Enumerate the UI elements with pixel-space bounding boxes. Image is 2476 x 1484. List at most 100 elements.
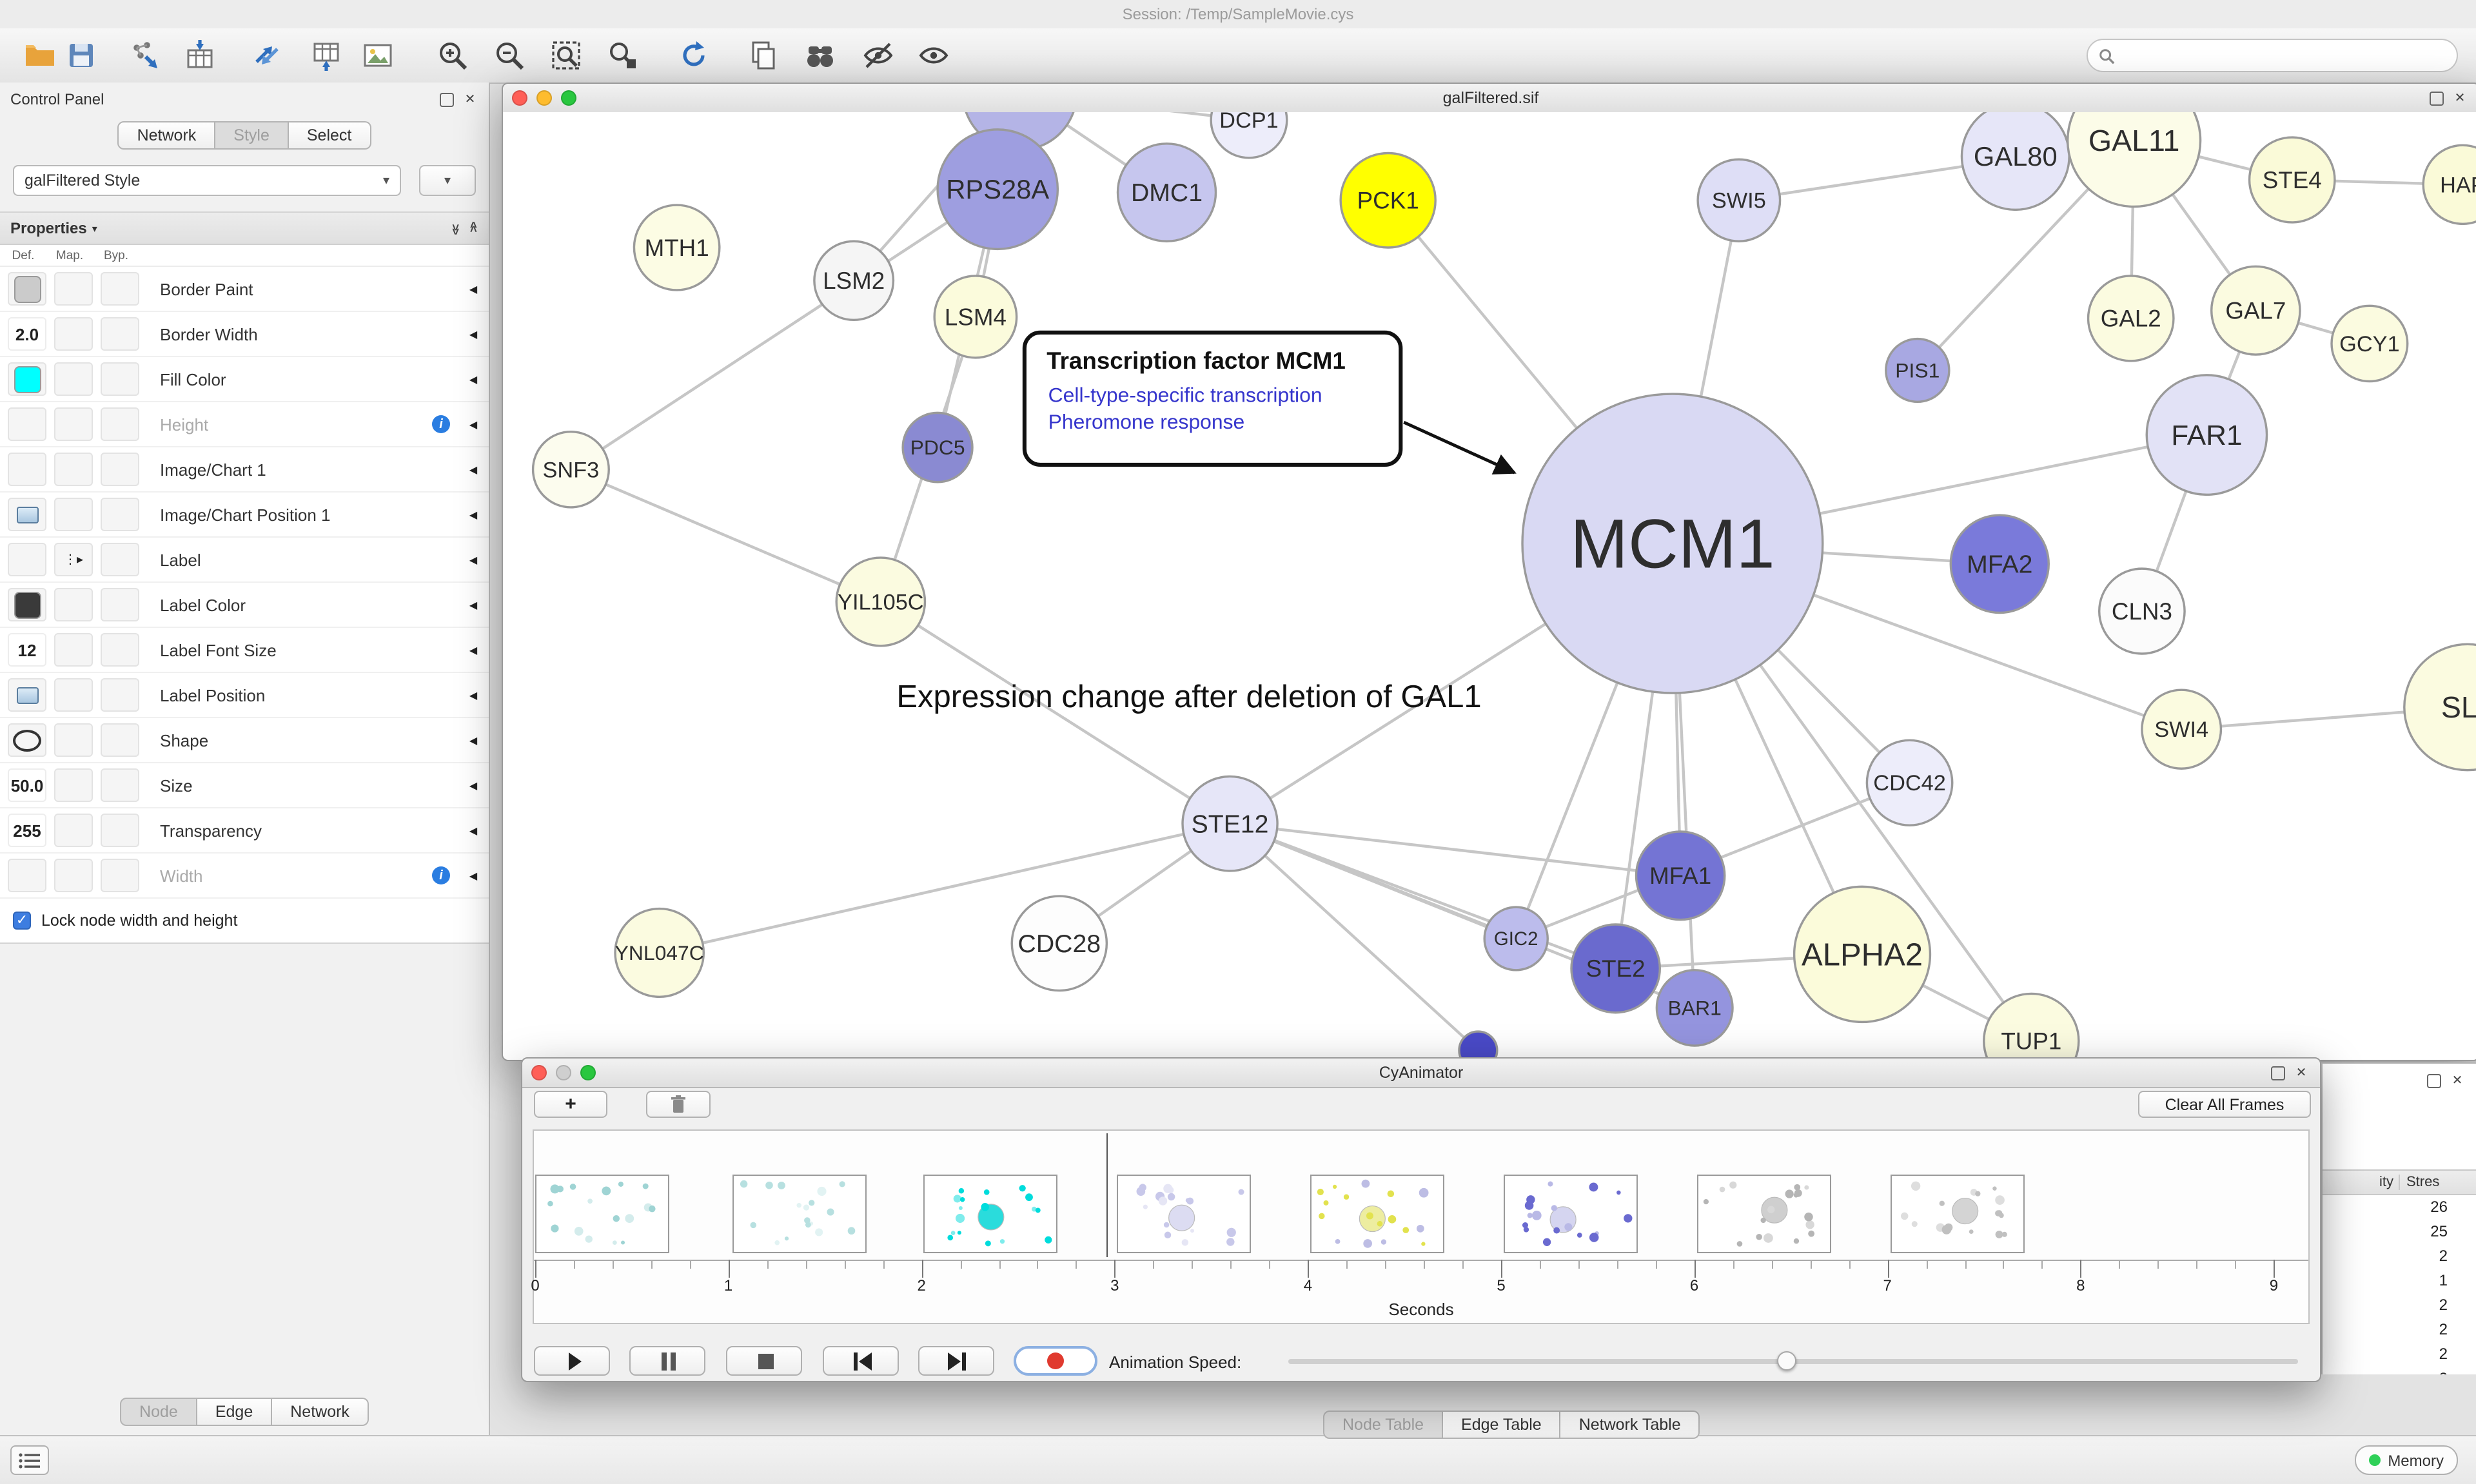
network-node[interactable] xyxy=(531,430,610,509)
frame-thumbnail[interactable] xyxy=(1310,1175,1444,1253)
table-cell-value[interactable]: 2 xyxy=(2439,1296,2448,1314)
default-value[interactable]: 12 xyxy=(8,633,46,667)
expand-row-icon[interactable]: ◀ xyxy=(469,734,478,746)
network-edge[interactable] xyxy=(570,468,881,603)
frame-thumbnail[interactable] xyxy=(1504,1175,1638,1253)
tab-select[interactable]: Select xyxy=(288,121,371,150)
expand-row-icon[interactable]: ◀ xyxy=(469,870,478,881)
play-button[interactable] xyxy=(534,1346,610,1376)
minimize-window-icon[interactable] xyxy=(536,90,552,106)
frame-thumbnail[interactable] xyxy=(1697,1175,1831,1253)
property-row[interactable]: Label Color◀ xyxy=(0,583,489,628)
table-cell-value[interactable]: 26 xyxy=(2430,1198,2448,1216)
close-frame-icon[interactable]: ✕ xyxy=(2454,91,2466,105)
expand-row-icon[interactable]: ◀ xyxy=(469,509,478,520)
expand-all-icon[interactable]: >> xyxy=(467,224,481,233)
hide-icon[interactable] xyxy=(860,37,896,73)
frame-thumbnail[interactable] xyxy=(732,1175,867,1253)
expand-row-icon[interactable]: ◀ xyxy=(469,464,478,475)
network-node[interactable] xyxy=(835,556,927,647)
network-node[interactable] xyxy=(901,411,974,483)
speed-slider-handle[interactable] xyxy=(1777,1351,1796,1371)
frame-thumbnail[interactable] xyxy=(1891,1175,2025,1253)
last-frame-button[interactable] xyxy=(918,1346,994,1376)
network-edge[interactable] xyxy=(570,188,999,471)
default-color-swatch[interactable] xyxy=(14,366,41,393)
memory-button[interactable]: Memory xyxy=(2354,1445,2458,1475)
show-icon[interactable] xyxy=(916,37,952,73)
network-node[interactable] xyxy=(1696,158,1782,242)
canvas-caption-text[interactable]: Expression change after deletion of GAL1 xyxy=(896,679,1481,714)
maximize-window-icon[interactable] xyxy=(580,1065,596,1080)
network-node[interactable] xyxy=(1458,1030,1498,1060)
expand-row-icon[interactable]: ◀ xyxy=(469,283,478,295)
zoom-fit-icon[interactable] xyxy=(548,37,584,73)
close-window-icon[interactable] xyxy=(531,1065,547,1080)
network-node[interactable] xyxy=(2067,112,2202,208)
network-node[interactable] xyxy=(1983,992,2080,1060)
property-row[interactable]: ⋮▸Label◀ xyxy=(0,538,489,583)
network-node[interactable] xyxy=(1181,775,1279,872)
network-node[interactable] xyxy=(1570,923,1661,1014)
ellipse-shape-icon[interactable] xyxy=(13,729,41,751)
property-row[interactable]: Shape◀ xyxy=(0,718,489,763)
panel-tab-node[interactable]: Node xyxy=(120,1398,197,1426)
expand-row-icon[interactable]: ◀ xyxy=(469,418,478,430)
network-edge[interactable] xyxy=(659,822,1231,955)
network-edge[interactable] xyxy=(879,600,1231,825)
network-node[interactable] xyxy=(1210,112,1288,159)
task-history-button[interactable] xyxy=(10,1445,49,1475)
search-input[interactable] xyxy=(2123,45,2446,66)
network-node[interactable] xyxy=(1116,142,1217,242)
pause-button[interactable] xyxy=(629,1346,705,1376)
close-frame-icon[interactable]: ✕ xyxy=(2295,1066,2307,1080)
table-cell-value[interactable]: 1 xyxy=(2439,1271,2448,1289)
expand-row-icon[interactable]: ◀ xyxy=(469,644,478,656)
property-row[interactable]: Border Paint◀ xyxy=(0,267,489,312)
close-panel-icon[interactable]: ✕ xyxy=(464,92,476,106)
table-column-headers[interactable]: ity Stres xyxy=(2323,1169,2476,1195)
network-node[interactable] xyxy=(633,204,721,291)
style-options-button[interactable]: ▾ xyxy=(419,165,476,196)
network-node[interactable] xyxy=(1655,969,1734,1047)
import-network-icon[interactable] xyxy=(126,37,162,73)
network-edge[interactable] xyxy=(1230,822,1681,877)
table-cell-value[interactable]: 2 xyxy=(2323,1367,2476,1374)
float-window-icon[interactable] xyxy=(2271,1066,2285,1080)
mapping-icon[interactable]: ⋮▸ xyxy=(63,552,84,567)
network-node[interactable] xyxy=(2087,275,2175,362)
find-icon[interactable] xyxy=(802,37,838,73)
export-table-icon[interactable] xyxy=(308,37,344,73)
panel-tab-edge[interactable]: Edge xyxy=(197,1398,273,1426)
network-node[interactable] xyxy=(2422,144,2476,226)
position-icon[interactable] xyxy=(16,687,38,703)
default-color-swatch[interactable] xyxy=(14,275,41,302)
network-node[interactable] xyxy=(1339,151,1437,249)
default-value[interactable]: 50.0 xyxy=(8,768,46,802)
expand-row-icon[interactable]: ◀ xyxy=(469,779,478,791)
table-cell-value[interactable]: 2 xyxy=(2439,1320,2448,1338)
network-node[interactable] xyxy=(2145,374,2268,496)
record-button[interactable] xyxy=(1014,1346,1097,1376)
playhead[interactable] xyxy=(1106,1133,1108,1257)
network-node[interactable] xyxy=(1483,906,1549,971)
network-node[interactable] xyxy=(1635,830,1726,921)
expand-row-icon[interactable]: ◀ xyxy=(469,328,478,340)
export-network-icon[interactable] xyxy=(249,37,285,73)
network-node[interactable] xyxy=(2330,304,2409,383)
delete-frame-button[interactable] xyxy=(646,1091,711,1118)
properties-header[interactable]: Properties ▾ >> >> xyxy=(0,213,489,245)
export-image-icon[interactable] xyxy=(360,37,396,73)
expand-row-icon[interactable]: ◀ xyxy=(469,373,478,385)
float-panel-icon[interactable] xyxy=(440,92,454,106)
network-node[interactable] xyxy=(1793,885,1932,1024)
expand-row-icon[interactable]: ◀ xyxy=(469,554,478,565)
expand-row-icon[interactable]: ◀ xyxy=(469,599,478,610)
network-node[interactable] xyxy=(936,128,1059,251)
tab-network-table[interactable]: Network Table xyxy=(1560,1411,1700,1439)
frame-thumbnail[interactable] xyxy=(535,1175,669,1253)
annotation-link[interactable]: Cell-type-specific transcription xyxy=(1048,383,1322,406)
position-icon[interactable] xyxy=(16,506,38,523)
